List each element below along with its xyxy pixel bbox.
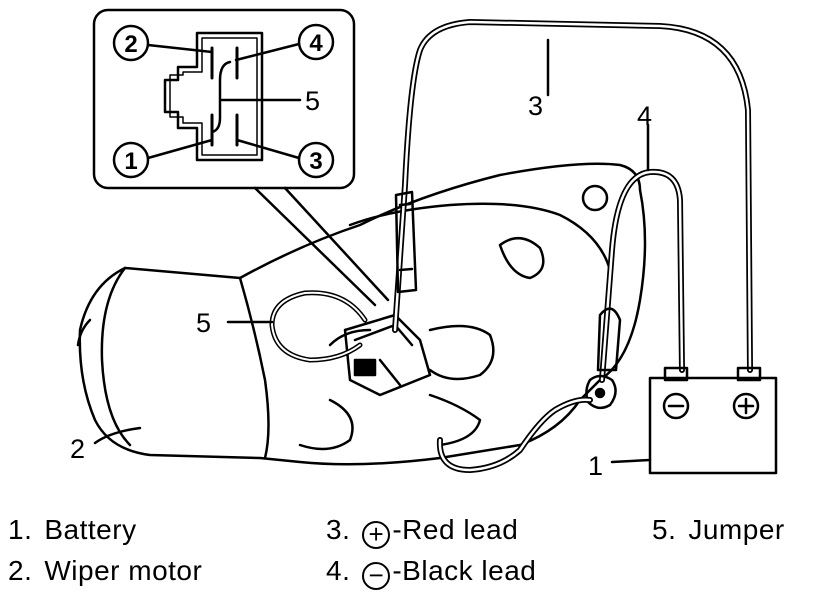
connector-housing [163, 31, 264, 162]
battery-case [648, 376, 778, 475]
battery-negative-symbol [662, 392, 690, 420]
red-lead-clip [394, 190, 418, 294]
legend-number: 5. [652, 514, 677, 545]
battery-positive-symbol [732, 392, 760, 420]
ground-strap [436, 396, 593, 473]
callout-leader-1 [610, 458, 652, 464]
gearbox-boss [498, 237, 545, 280]
legend-number: 2. [8, 555, 33, 586]
pin-label-5: 5 [305, 86, 320, 116]
legend-number: 1. [8, 514, 33, 545]
callout-4: 4 [637, 101, 652, 131]
connector-inset [92, 8, 390, 307]
connector-housing-inner [169, 37, 258, 156]
inset-leader-line-2 [283, 186, 390, 302]
jumper-wire [269, 290, 368, 363]
pin-callout-2 [112, 24, 150, 62]
legend-text: Wiper motor [44, 555, 203, 586]
callout-leader-2 [93, 426, 142, 445]
black-lead-clip [596, 307, 622, 372]
inset-frame [92, 8, 356, 190]
legend-number: 4. [326, 555, 351, 586]
legend-item-battery: 1. Battery [8, 516, 137, 544]
pin-label-2: 2 [124, 31, 137, 58]
callout-5: 5 [196, 308, 211, 338]
callout-1: 1 [588, 451, 603, 481]
pin-callout-4 [297, 23, 335, 61]
pin-label-1: 1 [124, 148, 137, 175]
callout-2: 2 [70, 434, 85, 464]
battery [648, 366, 778, 475]
legend-item-jumper: 5. Jumper [652, 516, 785, 544]
motor-connector [343, 313, 432, 397]
battery-positive-post [736, 366, 762, 382]
legend-item-black-lead: 4.−-Black lead [326, 557, 536, 590]
pin-label-3: 3 [309, 148, 322, 175]
motor-endcap [100, 266, 132, 447]
wiper-motor [76, 162, 647, 466]
legend-number: 3. [326, 514, 351, 545]
legend-item-red-lead: 3. +-Red lead [326, 516, 518, 549]
motor-can-seam [238, 276, 270, 460]
legend-text: -Red lead [392, 514, 519, 545]
legend-text: Jumper [688, 514, 785, 545]
ground-terminal [585, 374, 617, 410]
legend-text: Battery [44, 514, 137, 545]
pin-callout-1 [112, 141, 150, 179]
mounting-hole [581, 184, 609, 212]
inset-leader-line [253, 186, 377, 307]
battery-negative-post [663, 366, 689, 382]
pin-label-4: 4 [309, 30, 323, 57]
connector-jumper-wire [210, 60, 232, 134]
black-lead [585, 168, 685, 410]
plus-circle-icon: + [362, 521, 391, 549]
legend-text: -Black lead [392, 555, 537, 586]
legend-item-wiper-motor: 2. Wiper motor [8, 557, 202, 585]
minus-circle-icon: − [362, 562, 391, 590]
motor-outline [78, 162, 647, 466]
red-lead [392, 19, 753, 373]
callout-3: 3 [528, 91, 543, 121]
pin-callout-3 [297, 141, 335, 179]
